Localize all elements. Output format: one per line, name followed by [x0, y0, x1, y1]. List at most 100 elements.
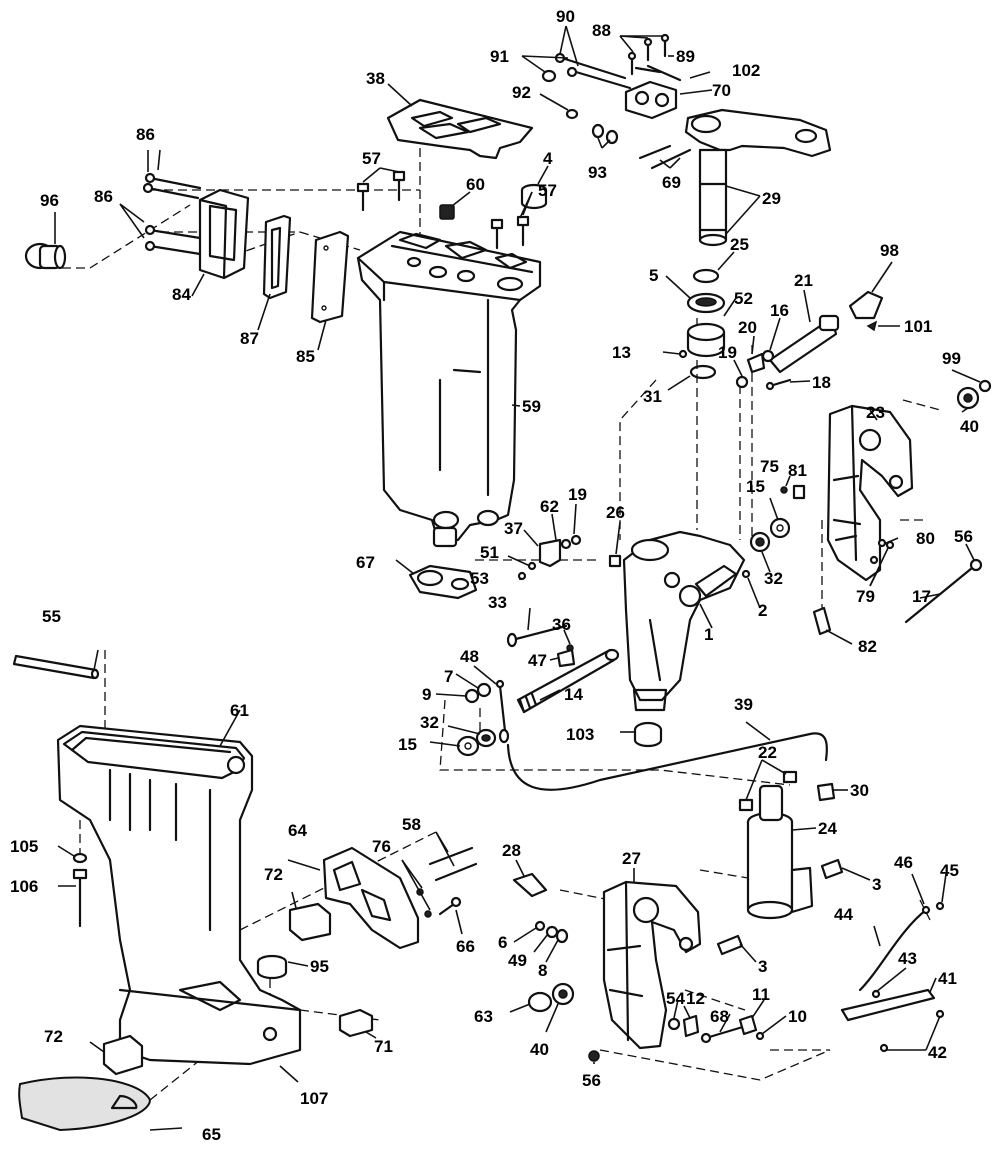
callout-91: 91 — [490, 47, 509, 66]
callout-45: 45 — [940, 861, 959, 880]
callout-52: 52 — [734, 289, 753, 308]
callout-19: 19 — [718, 343, 737, 362]
callout-64: 64 — [288, 821, 307, 840]
callout-62: 62 — [540, 497, 559, 516]
callout-90: 90 — [556, 7, 575, 26]
part-90-92-hardware — [541, 52, 632, 145]
part-55-rod — [12, 654, 100, 680]
callout-40: 40 — [960, 417, 979, 436]
part-58-76-66-hardware — [416, 846, 478, 918]
callout-46: 46 — [894, 853, 913, 872]
callout-15: 15 — [746, 477, 765, 496]
callout-36: 36 — [552, 615, 571, 634]
callout-80: 80 — [916, 529, 935, 548]
callout-44: 44 — [834, 905, 853, 924]
callout-23: 23 — [866, 403, 885, 422]
callout-7: 7 — [444, 667, 453, 686]
callout-28: 28 — [502, 841, 521, 860]
part-67-gasket — [408, 564, 478, 600]
part-24-trim-cylinder — [746, 784, 814, 920]
callout-55: 55 — [42, 607, 61, 626]
callout-18: 18 — [812, 373, 831, 392]
callout-48: 48 — [460, 647, 479, 666]
part-71-block — [338, 1008, 374, 1038]
part-57-screws — [356, 170, 530, 250]
callout-76: 76 — [372, 837, 391, 856]
part-103-cap — [633, 721, 663, 748]
part-63-40-56-hardware — [527, 982, 600, 1062]
part-60-plug — [439, 204, 455, 220]
callout-60: 60 — [466, 175, 485, 194]
callout-82: 82 — [858, 637, 877, 656]
callout-106: 106 — [10, 877, 38, 896]
part-15-32-washers — [749, 517, 791, 553]
part-22-30-fittings — [738, 770, 836, 812]
callout-72: 72 — [44, 1027, 63, 1046]
part-95-mount — [256, 954, 288, 980]
part-68-11-10-hardware — [700, 1014, 765, 1044]
callout-81: 81 — [788, 461, 807, 480]
callout-70: 70 — [712, 81, 731, 100]
callout-32: 32 — [420, 713, 439, 732]
callout-13: 13 — [612, 343, 631, 362]
callout-1: 1 — [704, 625, 713, 644]
callout-61: 61 — [230, 701, 249, 720]
callout-17: 17 — [912, 587, 931, 606]
callout-86: 86 — [94, 187, 113, 206]
callout-72: 72 — [264, 865, 283, 884]
part-82-plate — [812, 606, 832, 636]
callout-27: 27 — [622, 849, 641, 868]
callout-53: 53 — [470, 569, 489, 588]
part-7-9-nuts — [464, 682, 492, 704]
callout-19: 19 — [568, 485, 587, 504]
callout-87: 87 — [240, 329, 259, 348]
part-86-screws — [142, 172, 202, 256]
callout-20: 20 — [738, 318, 757, 337]
callout-24: 24 — [818, 819, 837, 838]
callout-10: 10 — [788, 1007, 807, 1026]
part-88-89-screws — [627, 33, 682, 82]
callout-32: 32 — [764, 569, 783, 588]
callout-41: 41 — [938, 969, 957, 988]
part-65-cover — [18, 1076, 152, 1132]
part-75-81-hardware — [780, 484, 806, 500]
part-31-ring — [689, 364, 717, 380]
part-48-rod — [495, 679, 510, 744]
part-36-47-hardware — [556, 644, 576, 668]
callout-6: 6 — [498, 933, 507, 952]
callout-93: 93 — [588, 163, 607, 182]
callout-labels: 1 2 3 3 4 5 6 7 8 9 10 11 12 13 14 15 15… — [10, 7, 979, 1144]
callout-21: 21 — [794, 271, 813, 290]
part-99-40-nut — [956, 379, 992, 410]
part-101-screw — [866, 320, 878, 332]
part-70-bracket — [624, 80, 678, 120]
part-96-plug — [24, 242, 67, 270]
callout-8: 8 — [538, 961, 547, 980]
callout-4: 4 — [543, 149, 553, 168]
callout-11: 11 — [752, 985, 770, 1004]
callout-95: 95 — [310, 957, 329, 976]
part-105-106-bolt — [72, 852, 88, 928]
callout-101: 101 — [904, 317, 932, 336]
callout-56: 56 — [582, 1071, 601, 1090]
callout-67: 67 — [356, 553, 375, 572]
callout-16: 16 — [770, 301, 789, 320]
callout-85: 85 — [296, 347, 315, 366]
part-26-screw — [608, 554, 622, 568]
part-44-45-46-link — [858, 901, 945, 992]
part-27-stern-bracket — [602, 880, 702, 1050]
callout-79: 79 — [856, 587, 875, 606]
callout-29: 29 — [762, 189, 781, 208]
callout-26: 26 — [606, 503, 625, 522]
callout-54: 54 — [666, 989, 685, 1008]
callout-31: 31 — [643, 387, 662, 406]
part-107-lower-housing — [56, 724, 302, 1066]
part-33-pin — [506, 624, 568, 648]
callout-75: 75 — [760, 457, 779, 476]
callout-71: 71 — [374, 1037, 393, 1056]
callout-25: 25 — [730, 235, 749, 254]
callout-33: 33 — [488, 593, 507, 612]
callout-42: 42 — [928, 1043, 947, 1062]
callout-102: 102 — [732, 61, 760, 80]
